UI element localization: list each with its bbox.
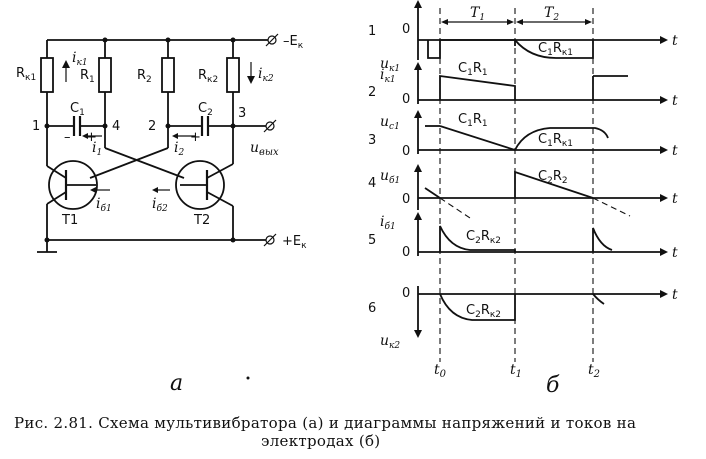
diagram-row-4: 4 uб1 0 t C2R2 — [368, 164, 678, 219]
time-t1-label: t1 — [510, 362, 522, 380]
row-5-zero: 0 — [402, 245, 410, 260]
period-t1-label: T1 — [470, 5, 485, 23]
row-6-symbol: uк2 — [380, 333, 400, 351]
caption-line-2: электродах (б) — [261, 432, 380, 450]
r1-label: R1 — [80, 68, 95, 85]
row-2-rc: C1R1 — [458, 61, 488, 78]
timing-diagrams: T1 T2 1 uк1 0 t C1Rк1 2 iк1 0 t — [368, 0, 678, 398]
ik2-label: iк2 — [258, 66, 274, 84]
node-4-label: 4 — [112, 119, 120, 134]
row-4-number: 4 — [368, 176, 376, 191]
node-3-label: 3 — [238, 106, 246, 121]
i1-label: i1 — [92, 140, 102, 158]
row-6-zero: 0 — [402, 286, 410, 301]
time-t2-label: t2 — [588, 362, 600, 380]
row-5-rc: C2Rк2 — [466, 229, 501, 246]
diagram-row-6: 6 uк2 0 t C2Rк2 — [368, 286, 678, 351]
row-4-symbol: uб1 — [380, 168, 400, 186]
time-t0-label: t0 — [434, 362, 447, 380]
row-4-zero: 0 — [402, 192, 410, 207]
row-1-number: 1 — [368, 24, 376, 39]
row-1-rc: C1Rк1 — [538, 41, 573, 58]
resistor-r2 — [161, 57, 175, 93]
row-5-symbol: iб1 — [380, 214, 396, 232]
node-1-label: 1 — [32, 119, 40, 134]
part-b-label: б — [546, 373, 560, 398]
resistor-r1 — [98, 57, 112, 93]
c1-label: C1 — [70, 101, 85, 118]
figure-caption: Рис. 2.81. Схема мультивибратора (а) и д… — [14, 414, 636, 450]
t1-label: T1 — [61, 213, 78, 228]
transistor-t1 — [48, 160, 98, 210]
row-4-rc: C2R2 — [538, 169, 568, 186]
row-3-t-axis: t — [672, 143, 678, 159]
row-6-number: 6 — [368, 301, 376, 316]
ik1-label: iк1 — [72, 50, 88, 68]
row-3-rc-a: C1R1 — [458, 112, 488, 129]
row-1-symbol: uк1 — [380, 56, 400, 74]
period-t2-label: T2 — [544, 5, 559, 23]
c1-plus: + — [86, 130, 97, 145]
part-a-label: а — [170, 371, 183, 396]
row-5-number: 5 — [368, 233, 376, 248]
row-3-zero: 0 — [402, 144, 410, 159]
caption-line-1: Рис. 2.81. Схема мультивибратора (а) и д… — [14, 414, 636, 432]
ib2-label: iб2 — [152, 196, 168, 214]
i2-label: i2 — [174, 140, 184, 158]
row-2-symbol: iк1 — [380, 67, 396, 85]
row-3-number: 3 — [368, 133, 376, 148]
rk2-label: Rк2 — [198, 68, 218, 85]
diagram-row-3: 3 uc1 0 t C1R1 C1Rк1 — [368, 110, 678, 159]
row-4-t-axis: t — [672, 191, 678, 207]
resistor-rk1 — [40, 57, 54, 93]
t2-label: T2 — [193, 213, 210, 228]
diagram-row-1: 1 uк1 0 t C1Rк1 — [368, 0, 678, 74]
row-6-t-axis: t — [672, 287, 678, 303]
row-1-t-axis: t — [672, 33, 678, 49]
diagram-row-5: 5 iб1 0 t C2Rк2 — [368, 212, 678, 261]
node-2-label: 2 — [148, 119, 156, 134]
r2-label: R2 — [137, 68, 152, 85]
c2-plus: + — [190, 130, 201, 145]
diagram-row-2: 2 iк1 0 t C1R1 — [368, 61, 678, 109]
row-3-rc-b: C1Rк1 — [538, 132, 573, 149]
row-2-number: 2 — [368, 85, 376, 100]
c1-minus: – — [64, 130, 71, 145]
resistor-rk2 — [226, 57, 240, 93]
transistor-t2 — [175, 160, 225, 210]
ib1-label: iб1 — [96, 196, 112, 214]
multivibrator-circuit: –Eк Rк1 iк1 R1 R2 Rк2 iк2 — [16, 33, 307, 396]
output-voltage-label: uвых — [250, 140, 279, 158]
supply-negative-label: –Eк — [283, 34, 304, 51]
row-6-rc: C2Rк2 — [466, 303, 501, 320]
row-3-symbol: uc1 — [380, 114, 400, 132]
row-1-zero: 0 — [402, 22, 410, 37]
row-2-t-axis: t — [672, 93, 678, 109]
row-5-t-axis: t — [672, 245, 678, 261]
row-2-zero: 0 — [402, 92, 410, 107]
c2-label: C2 — [198, 101, 213, 118]
supply-positive-label: +Eк — [282, 234, 307, 251]
rk1-label: Rк1 — [16, 66, 36, 83]
